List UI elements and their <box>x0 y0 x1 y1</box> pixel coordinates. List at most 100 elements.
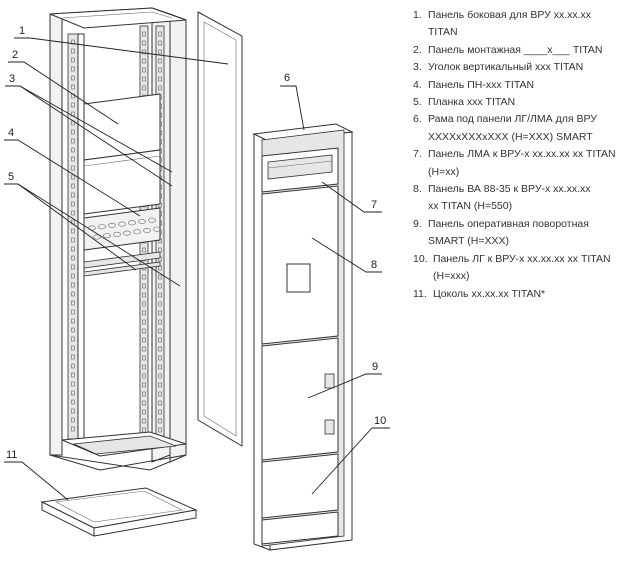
callout-10: 10 <box>311 415 390 495</box>
rail-hole <box>71 345 75 351</box>
rail-hole <box>71 408 75 414</box>
perforation-hole <box>123 230 131 236</box>
svg-text:11: 11 <box>6 449 17 461</box>
svg-text:4: 4 <box>8 127 14 139</box>
rail-hole <box>142 283 146 289</box>
rail-hole <box>71 57 75 63</box>
rail-hole <box>158 364 162 370</box>
rail-hole <box>158 31 162 37</box>
rail-hole <box>142 58 146 64</box>
callout-9: 9 <box>307 361 382 399</box>
rail-hole <box>158 337 162 343</box>
rail-hole <box>71 156 75 162</box>
legend-item: 10.Панель ЛГ к ВРУ-х xx.xx.xx хх TITAN(H… <box>413 252 611 283</box>
rail-hole <box>158 418 162 424</box>
perforation-hole <box>128 220 136 226</box>
rail-hole <box>71 399 75 405</box>
rail-hole <box>71 165 75 171</box>
rail-hole <box>71 318 75 324</box>
rail-hole <box>142 85 146 91</box>
svg-text:10: 10 <box>374 415 386 427</box>
rail-hole <box>71 228 75 234</box>
rail-hole <box>71 282 75 288</box>
rail-hole <box>71 363 75 369</box>
legend-item: 2.Панель монтажная ____х___ TITAN <box>413 43 603 56</box>
rail-hole <box>71 426 75 432</box>
rail-hole <box>158 373 162 379</box>
rail-hole <box>158 409 162 415</box>
rail-hole <box>142 373 146 379</box>
rail-hole <box>142 346 146 352</box>
rail-hole <box>158 400 162 406</box>
rail-hole <box>158 49 162 55</box>
callout-1: 1 <box>14 25 229 65</box>
rail-hole <box>71 327 75 333</box>
side-panel <box>197 11 243 447</box>
rail-hole <box>142 391 146 397</box>
rail-hole <box>71 201 75 207</box>
rail-hole <box>71 309 75 315</box>
perforation-hole <box>108 222 116 228</box>
rail-hole <box>158 328 162 334</box>
legend-item: 4.Панель ПН-ххх TITAN <box>413 78 535 91</box>
rail-hole <box>142 409 146 415</box>
callout-4: 4 <box>4 127 141 217</box>
callout-3: 3 <box>5 73 173 187</box>
callout-6: 6 <box>280 72 305 131</box>
rail-hole <box>158 85 162 91</box>
rail-hole <box>71 372 75 378</box>
rail-hole <box>71 300 75 306</box>
rail-hole <box>71 273 75 279</box>
rail-hole <box>142 355 146 361</box>
rail-hole <box>158 310 162 316</box>
rail-hole <box>142 247 146 253</box>
rail-hole <box>71 390 75 396</box>
perforation-hole <box>143 228 151 234</box>
rail-hole <box>158 391 162 397</box>
rail-hole <box>142 319 146 325</box>
perforation-hole <box>148 217 156 223</box>
svg-text:3: 3 <box>9 73 15 85</box>
rail-hole <box>71 192 75 198</box>
rail-hole <box>142 400 146 406</box>
rail-hole <box>158 355 162 361</box>
rail-hole <box>71 210 75 216</box>
rail-hole <box>71 84 75 90</box>
callouts: 1 2 3 4 5 6 7 8 9 10 11 <box>4 25 390 501</box>
legend-item: 7.Панель ЛМА к ВРУ-х xx.xx.xx хх TITAN(H… <box>413 148 616 178</box>
rail-hole <box>142 328 146 334</box>
rail-hole <box>71 129 75 135</box>
legend-item: 5.Планка ххх TITAN <box>413 96 516 109</box>
callout-8: 8 <box>311 237 382 273</box>
rail-hole <box>158 274 162 280</box>
svg-text:5: 5 <box>8 171 14 183</box>
rail-hole <box>71 417 75 423</box>
rail-hole <box>71 255 75 261</box>
perforation-hole <box>93 234 101 240</box>
perforation-hole <box>98 224 106 230</box>
svg-text:2: 2 <box>12 49 18 61</box>
rail-hole <box>158 76 162 82</box>
rail-hole <box>71 66 75 72</box>
rail-hole <box>142 337 146 343</box>
rail-hole <box>71 138 75 144</box>
rail-hole <box>71 381 75 387</box>
svg-text:1: 1 <box>19 25 25 37</box>
cabinet-frame <box>49 7 187 471</box>
callout-7: 7 <box>321 181 382 213</box>
rail-hole <box>71 183 75 189</box>
rail-hole <box>71 246 75 252</box>
rail-hole <box>158 301 162 307</box>
rail-hole <box>142 418 146 424</box>
perforation-hole <box>118 221 126 227</box>
rail-hole <box>142 40 146 46</box>
rail-hole <box>158 292 162 298</box>
rail-hole <box>71 174 75 180</box>
callout-5: 5 <box>4 171 181 287</box>
rail-hole <box>142 301 146 307</box>
